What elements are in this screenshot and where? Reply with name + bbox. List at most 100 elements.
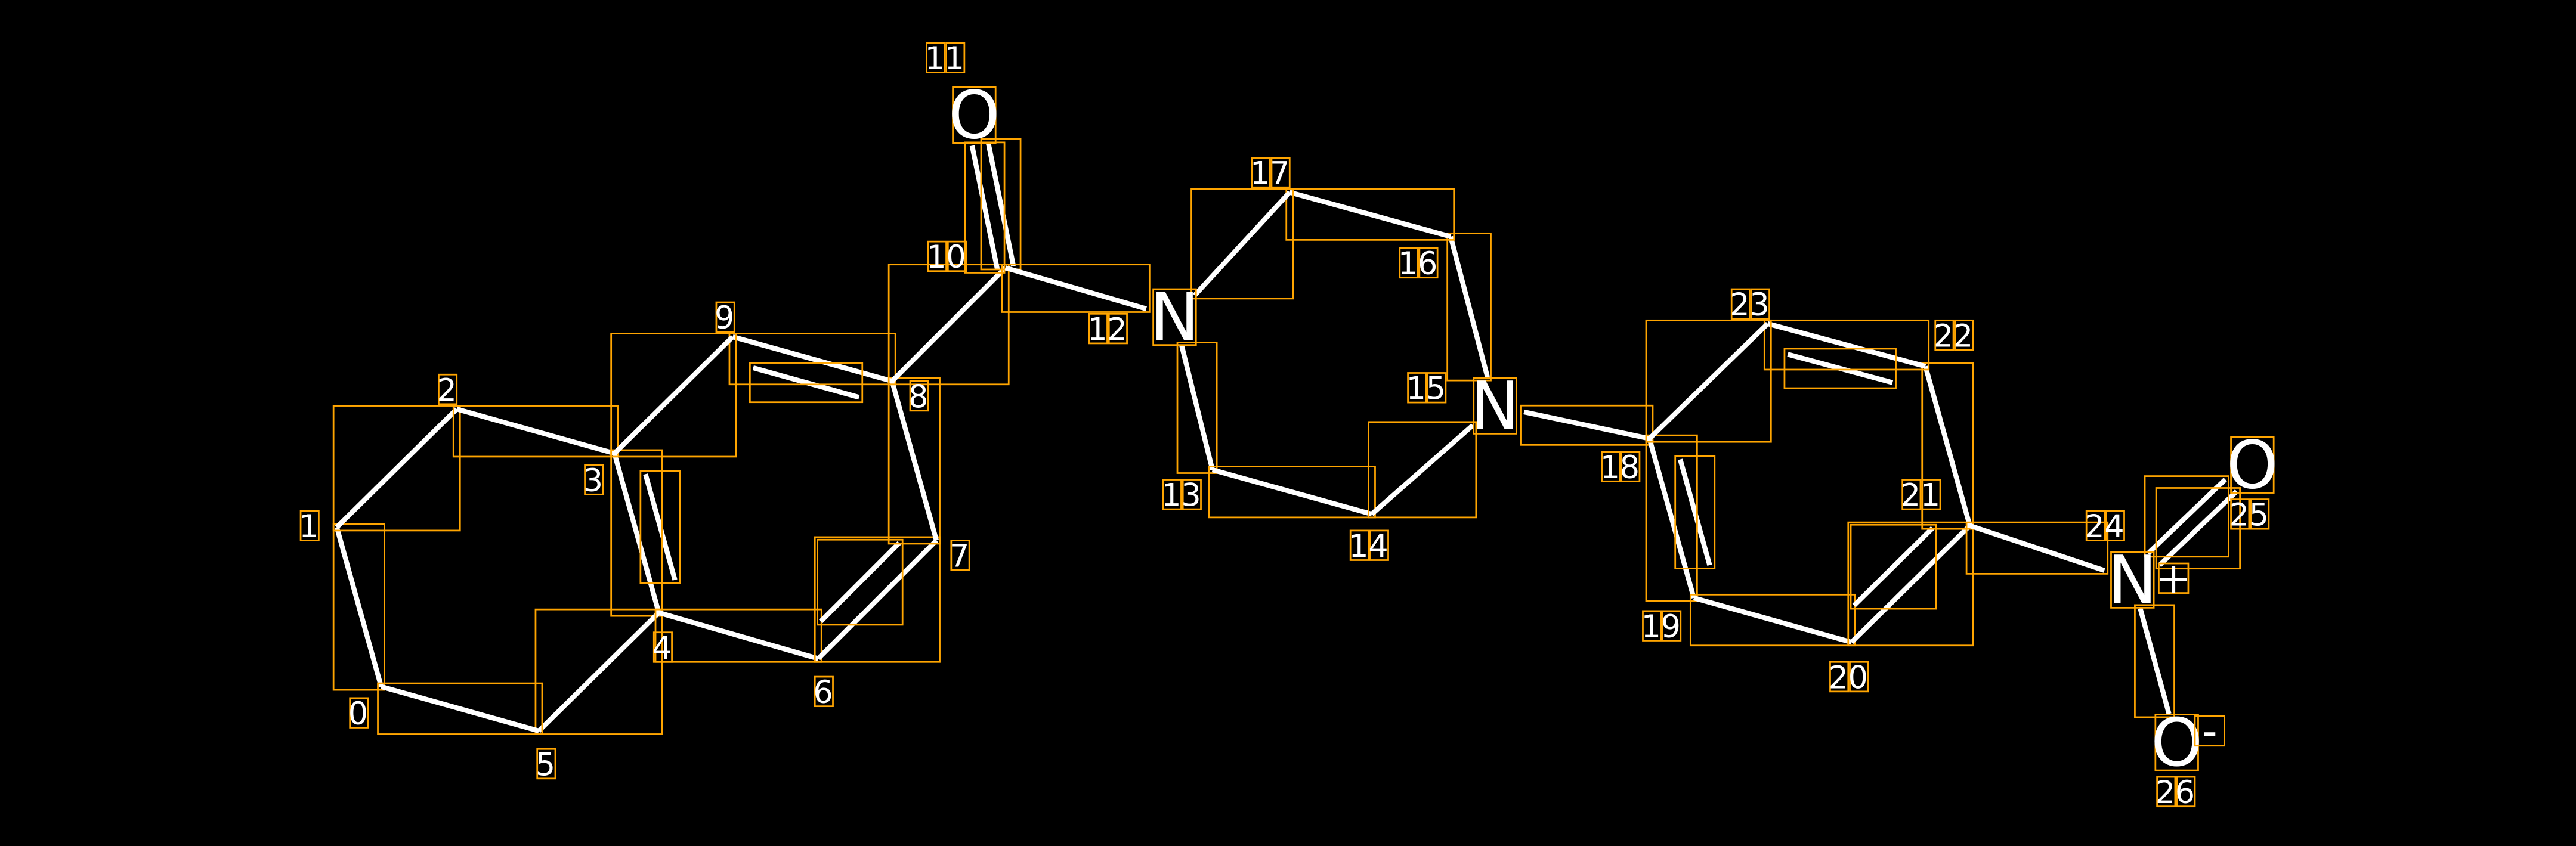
- bond-bounding-box: [1368, 421, 1477, 519]
- index-char-box: [1829, 661, 1850, 693]
- bond-1-2: [335, 407, 459, 529]
- bond-24-26: [2138, 608, 2172, 715]
- index-char-box: [947, 240, 967, 272]
- bond-bounding-box: [728, 333, 896, 386]
- atom-symbol-box: [1152, 288, 1197, 346]
- bond-bounding-box: [749, 362, 864, 404]
- atom-index-label: 1: [926, 239, 948, 275]
- bond-line: [380, 684, 540, 733]
- index-char-box: [536, 748, 556, 780]
- bond-line: [732, 334, 893, 384]
- bond-21-24: [1969, 523, 2105, 573]
- bond-bounding-box: [1645, 434, 1698, 602]
- bond-bounding-box: [610, 449, 663, 617]
- atom-index-label: 6: [813, 674, 834, 711]
- index-char-box: [1901, 479, 1922, 510]
- atom-index-label: 4: [652, 630, 673, 667]
- bond-21-22: [1923, 365, 1972, 526]
- index-char-box: [909, 380, 929, 412]
- atom-1: 1: [299, 509, 320, 545]
- atom-15: N15: [1406, 368, 1520, 444]
- atom-17: 17: [1250, 156, 1291, 192]
- index-char-box: [2250, 498, 2270, 530]
- bond-bounding-box: [332, 523, 385, 691]
- atom-6: 6: [813, 674, 834, 711]
- bond-line: [1004, 265, 1147, 311]
- atom-index-label: 3: [1749, 287, 1771, 323]
- atom-index-label: 2: [2229, 497, 2251, 534]
- bond-line: [1523, 409, 1650, 441]
- bond-9-3: [613, 334, 735, 455]
- bond-line: [1370, 423, 1475, 516]
- atom-index-label: 2: [1934, 318, 1955, 354]
- atom-8: 8: [908, 379, 930, 415]
- atom-index-label: 1: [1921, 478, 1942, 514]
- bond-bounding-box: [639, 470, 681, 584]
- atom-20: 20: [1829, 659, 1869, 696]
- bond-20-21: [1850, 523, 1972, 644]
- index-char-box: [1427, 372, 1447, 404]
- index-char-box: [1088, 312, 1108, 345]
- atom-14: 14: [1349, 528, 1390, 565]
- labels-layer: 012345678910O11N121314N15161718192021222…: [299, 41, 2278, 811]
- index-char-box: [926, 42, 946, 73]
- atom-index-label: 6: [1418, 246, 1439, 282]
- index-char-box: [299, 510, 320, 541]
- bond-bounding-box: [1208, 466, 1376, 519]
- atom-symbol: N: [2108, 542, 2157, 618]
- index-char-box: [1954, 319, 1974, 351]
- atom-symbol-box: [1473, 377, 1517, 435]
- atom-index-label: 1: [1406, 371, 1428, 407]
- bond-line: [2138, 608, 2172, 715]
- atom-symbol-box: [2154, 714, 2199, 771]
- bond-line: [613, 334, 735, 455]
- atom-index-label: 7: [1270, 156, 1291, 192]
- bond-0-1: [334, 526, 384, 687]
- index-char-box: [1621, 451, 1641, 482]
- bond-line: [1647, 438, 1696, 599]
- bond-line: [1211, 467, 1373, 517]
- bond-bounding-box: [534, 608, 663, 735]
- bond-19-20: [1693, 595, 1853, 645]
- charge-box: [2157, 562, 2190, 594]
- bond-6-7: [816, 538, 938, 661]
- bond-bounding-box: [887, 377, 941, 545]
- atom-index-label: 2: [437, 372, 459, 408]
- index-char-box: [1921, 479, 1941, 510]
- atom-index-label: 8: [908, 379, 930, 415]
- atom-index-label: 1: [1161, 478, 1183, 514]
- index-char-box: [1270, 157, 1291, 188]
- bond-inner-line: [1852, 526, 1935, 608]
- atom-index-label: 8: [1620, 450, 1641, 486]
- atom-index-label: 2: [1901, 478, 1922, 514]
- atom-index-label: 5: [1426, 371, 1448, 407]
- bond-line: [1969, 523, 2105, 573]
- index-char-box: [1182, 479, 1202, 510]
- bond-line: [1448, 235, 1490, 378]
- atom-index-label: 4: [2104, 509, 2126, 545]
- bond-bounding-box: [1190, 188, 1294, 300]
- charge-box: [2194, 715, 2225, 747]
- bond-16-17: [1289, 190, 1452, 239]
- bond-15-18: [1523, 409, 1650, 441]
- atom-index-label: 1: [1398, 246, 1420, 282]
- bond-bounding-box: [610, 333, 737, 458]
- bond-line: [1179, 345, 1215, 470]
- index-char-box: [584, 464, 604, 495]
- atom-23: 23: [1730, 287, 1771, 323]
- bond-line: [334, 526, 384, 687]
- atom-22: 22: [1934, 318, 1974, 354]
- index-char-box: [1399, 247, 1419, 279]
- atom-24: N+24: [2085, 509, 2191, 618]
- index-char-box: [2156, 776, 2176, 808]
- bond-5-0: [380, 684, 540, 733]
- atom-13: 13: [1161, 478, 1202, 514]
- bond-23-18: [1647, 321, 1770, 441]
- atom-10: 10: [926, 239, 967, 275]
- atom-symbol: O: [2226, 427, 2278, 503]
- atom-index-label: 4: [1368, 528, 1390, 565]
- atom-index-label: 5: [2249, 497, 2271, 534]
- atom-index-label: 7: [950, 538, 971, 575]
